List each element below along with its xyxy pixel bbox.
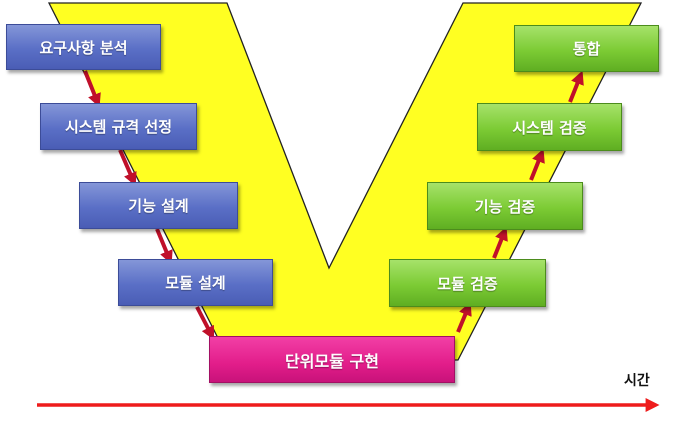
timeline-label: 시간 bbox=[624, 373, 650, 389]
step-function-design: 기능 설계 bbox=[79, 182, 238, 229]
step-label: 모듈 설계 bbox=[165, 274, 226, 292]
arrow-sysverify-to-integration bbox=[568, 70, 584, 103]
step-label: 모듈 검증 bbox=[437, 274, 498, 293]
arrow-func-to-module bbox=[155, 228, 173, 265]
arrow-modverify-to-funcverify bbox=[492, 226, 508, 259]
step-system-spec: 시스템 규격 선정 bbox=[40, 103, 197, 150]
step-label: 시스템 검증 bbox=[512, 118, 587, 137]
step-integration: 통합 bbox=[514, 25, 659, 72]
step-label: 시스템 규격 선정 bbox=[64, 118, 173, 136]
step-label: 요구사항 분석 bbox=[39, 38, 128, 57]
step-label: 단위모듈 구현 bbox=[285, 351, 379, 371]
arrow-unit-to-modverify bbox=[456, 301, 472, 333]
step-label: 통합 bbox=[572, 40, 601, 58]
step-label: 기능 검증 bbox=[474, 197, 536, 216]
arrow-module-to-unit bbox=[195, 306, 215, 341]
step-module-design: 모듈 설계 bbox=[118, 259, 273, 306]
step-system-verification: 시스템 검증 bbox=[477, 103, 622, 151]
step-module-verification: 모듈 검증 bbox=[389, 259, 546, 307]
arrow-spec-to-func bbox=[118, 149, 137, 187]
step-unit-implementation: 단위모듈 구현 bbox=[209, 336, 455, 383]
step-label: 기능 설계 bbox=[128, 197, 189, 215]
arrow-req-to-spec bbox=[83, 70, 101, 108]
step-function-verification: 기능 검증 bbox=[427, 182, 583, 230]
step-requirements-analysis: 요구사항 분석 bbox=[6, 24, 161, 70]
arrow-funcverify-to-sysverify bbox=[529, 148, 545, 181]
